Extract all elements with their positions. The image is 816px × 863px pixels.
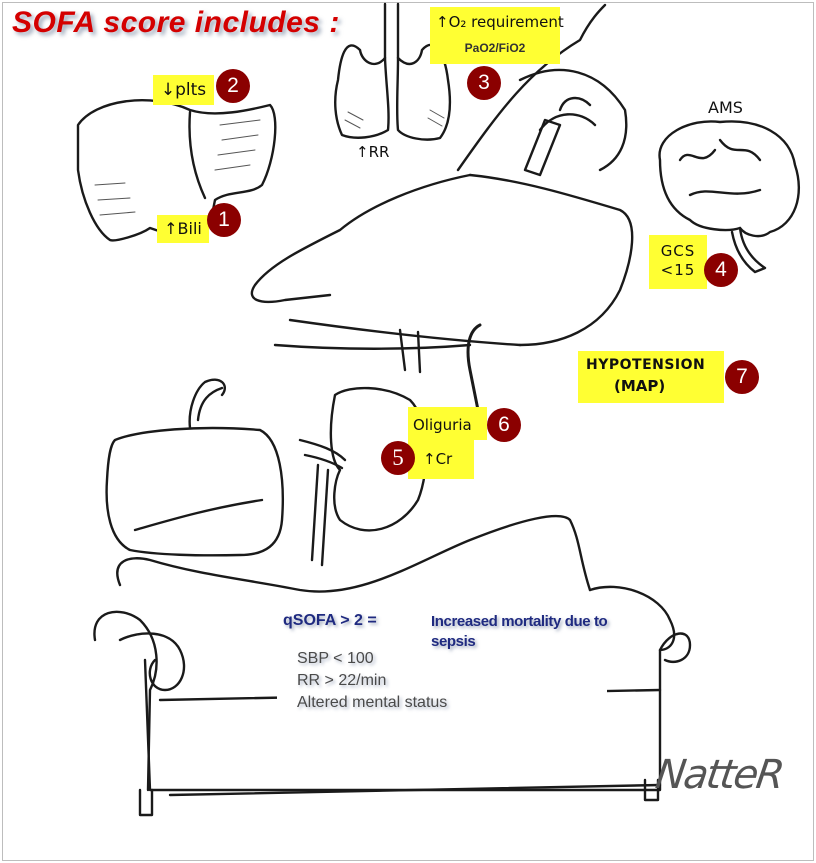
- qsofa-criteria: SBP < 100 RR > 22/min Altered mental sta…: [297, 648, 447, 714]
- gcs-label: GCS <15: [649, 235, 707, 289]
- badge-3: 3: [467, 66, 501, 100]
- criterion-rr: RR > 22/min: [297, 672, 387, 689]
- patient-drawing: [250, 3, 634, 412]
- artist-signature: NatteR: [652, 752, 786, 798]
- liver-drawing: [76, 99, 277, 242]
- badge-4: 4: [704, 253, 738, 287]
- hypotension-text: HYPOTENSION: [586, 357, 706, 373]
- badge-1: 1: [207, 203, 241, 237]
- oliguria-text: Oliguria: [413, 416, 472, 434]
- badge-6: 6: [487, 408, 521, 442]
- creatinine-text: ↑Cr: [423, 450, 453, 468]
- map-text: (MAP): [614, 377, 666, 395]
- hypotension-label: HYPOTENSION (MAP): [578, 351, 724, 403]
- qsofa-result: Increased mortality due to sepsis: [431, 613, 608, 650]
- badge-2: 2: [216, 69, 250, 103]
- bilirubin-label: ↑Bili: [157, 215, 209, 243]
- oxygen-requirement-text: ↑O₂ requirement: [436, 13, 564, 31]
- ams-annotation: AMS: [708, 98, 743, 117]
- lungs-drawing: [334, 2, 452, 141]
- kidney-labels-lower: [408, 438, 474, 479]
- gcs-text: GCS: [660, 242, 696, 260]
- badge-5: 5: [381, 441, 415, 475]
- rr-annotation: ↑RR: [356, 143, 390, 161]
- criterion-sbp: SBP < 100: [297, 650, 374, 667]
- badge-7: 7: [725, 360, 759, 394]
- oxygen-requirement-label: ↑O₂ requirement PaO2/FiO2: [430, 7, 564, 64]
- urine-bag-drawing: [105, 378, 285, 557]
- platelets-label: ↓plts: [153, 75, 214, 105]
- qsofa-equation: qSOFA > 2 =: [283, 612, 377, 629]
- pao2-fio2-text: PaO2/FiO2: [464, 41, 526, 55]
- qsofa-backdrop: [277, 604, 607, 714]
- slide-title: SOFA score includes :: [12, 6, 340, 39]
- kidney-labels: [408, 407, 487, 440]
- brain-drawing: [658, 120, 800, 274]
- gcs-threshold-text: <15: [660, 261, 696, 279]
- criterion-mental-status: Altered mental status: [297, 694, 448, 711]
- kidney-drawing: [298, 386, 428, 567]
